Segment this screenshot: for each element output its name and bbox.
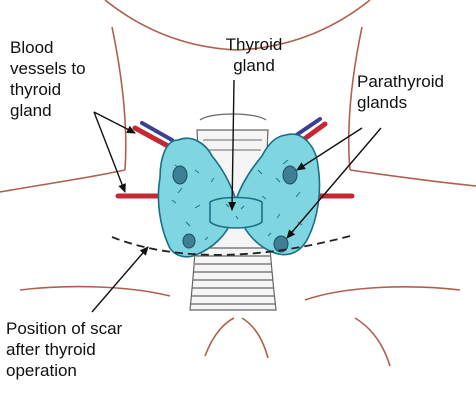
label-blood-vessels: Blood vessels to thyroid gland xyxy=(10,37,140,121)
parathyroid-lower-left xyxy=(183,234,195,248)
shoulder-right-outline xyxy=(350,170,476,186)
parathyroid-upper-left xyxy=(173,166,187,184)
sternum-left-outline xyxy=(205,318,234,356)
label-scar-position: Position of scar after thyroid operation xyxy=(6,318,206,381)
label-parathyroid-glands: Parathyroid glands xyxy=(357,71,475,113)
arrow-scar xyxy=(92,247,148,312)
chest-right-outline xyxy=(355,318,390,366)
parathyroid-upper-right xyxy=(283,166,297,184)
sternum-right-outline xyxy=(242,318,268,358)
label-thyroid-gland: Thyroid gland xyxy=(204,34,304,76)
shoulder-left-outline xyxy=(0,170,125,192)
arrow-vessels-lower xyxy=(94,112,125,192)
thyroid-isthmus xyxy=(210,198,262,229)
clavicle-left-outline xyxy=(20,287,170,296)
clavicle-right-outline xyxy=(305,287,460,300)
